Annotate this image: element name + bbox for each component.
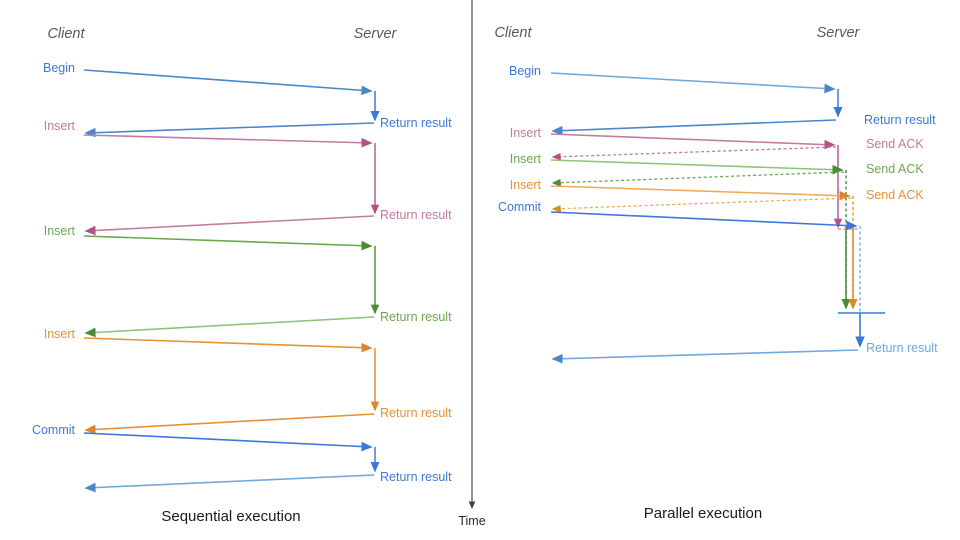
message-label-begin: Begin: [43, 61, 75, 75]
request-arrow: [550, 133, 836, 150]
flow-commit-parallel: [550, 211, 885, 364]
message-label-return-result: Return result: [380, 470, 452, 484]
flow-insert-3-parallel: [550, 185, 858, 310]
request-arrow: [83, 69, 373, 96]
ack-arrow: [551, 197, 852, 213]
time-axis-label: Time: [458, 514, 485, 528]
response-arrow: [84, 215, 375, 236]
request-arrow: [550, 185, 851, 201]
message-label-send-ack: Send ACK: [866, 162, 924, 176]
response-arrow: [551, 119, 837, 136]
message-label-insert: Insert: [44, 327, 76, 341]
message-label-send-ack: Send ACK: [866, 188, 924, 202]
request-arrow: [550, 159, 844, 175]
message-label-insert: Insert: [510, 178, 542, 192]
response-arrow: [84, 122, 375, 138]
request-arrow: [83, 432, 373, 452]
response-arrow: [84, 316, 375, 338]
request-arrow: [83, 337, 373, 353]
message-label-begin: Begin: [509, 64, 541, 78]
message-label-return-result: Return result: [380, 406, 452, 420]
panel-parallel: Client Server: [494, 25, 938, 522]
message-label-commit: Commit: [498, 200, 542, 214]
client-actor-label-parallel: Client: [494, 25, 532, 41]
request-arrow: [83, 134, 373, 148]
message-label-commit: Commit: [32, 423, 76, 437]
ack-arrow: [551, 171, 845, 187]
server-actor-label-sequential: Server: [354, 26, 398, 42]
response-arrow: [551, 349, 859, 364]
panel-caption-sequential: Sequential execution: [161, 508, 300, 525]
request-arrow: [550, 72, 836, 94]
server-actor-label-parallel: Server: [817, 25, 861, 41]
flow-insert-2-sequential: [83, 235, 380, 338]
request-arrow: [550, 211, 858, 231]
client-actor-label-sequential: Client: [47, 26, 85, 42]
message-label-return-result: Return result: [380, 310, 452, 324]
request-arrow: [83, 235, 373, 251]
panel-sequential: Client Server: [32, 26, 452, 525]
message-label-insert: Insert: [44, 224, 76, 238]
flow-begin-sequential: [83, 69, 380, 138]
message-label-send-ack: Send ACK: [866, 137, 924, 151]
message-label-insert: Insert: [510, 126, 542, 140]
time-axis-group: Time: [458, 0, 486, 528]
message-label-insert: Insert: [44, 119, 76, 133]
message-label-return-result: Return result: [866, 341, 938, 355]
message-label-return-result: Return result: [380, 116, 452, 130]
flow-begin-parallel: [550, 72, 843, 136]
ack-arrow: [551, 146, 837, 161]
flow-insert-3-sequential: [83, 337, 380, 435]
message-label-return-result: Return result: [864, 113, 936, 127]
panel-caption-parallel: Parallel execution: [644, 505, 762, 522]
response-arrow: [84, 474, 375, 493]
flow-commit-sequential: [83, 432, 380, 493]
flow-insert-2-parallel: [550, 159, 851, 310]
response-arrow: [84, 413, 375, 435]
message-label-return-result: Return result: [380, 208, 452, 222]
flow-insert-1-sequential: [83, 134, 380, 236]
message-label-insert: Insert: [510, 152, 542, 166]
flow-insert-1-parallel: [550, 133, 843, 229]
